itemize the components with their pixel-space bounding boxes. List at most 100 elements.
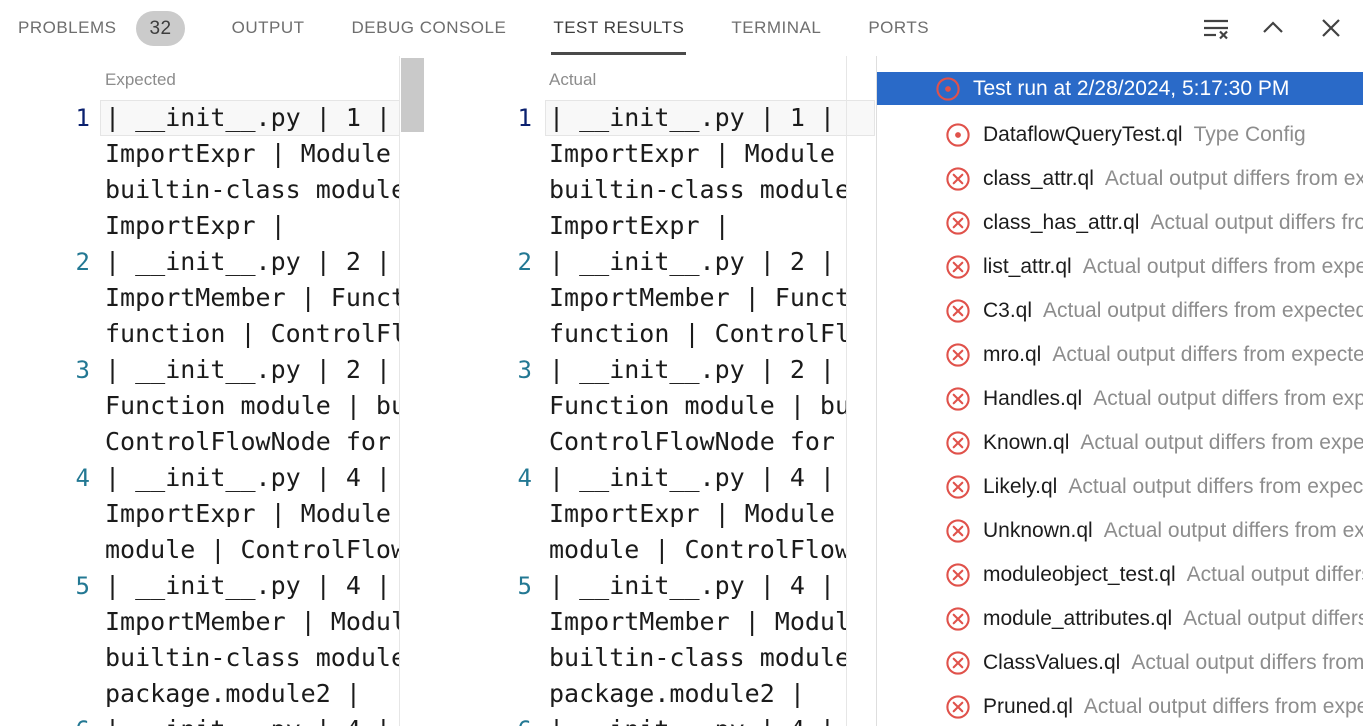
code-line[interactable]: 4| __init__.py | 4 | [425,460,846,496]
error-x-icon [946,695,970,719]
line-number: 5 [75,572,90,600]
code-line[interactable]: 5| __init__.py | 4 | [0,568,399,604]
scrollbar-thumb[interactable] [401,58,424,132]
code-text: ImportMember | Modul [549,607,846,636]
line-number [425,640,532,676]
line-number [0,172,90,208]
code-line[interactable]: 2| __init__.py | 2 | [0,244,399,280]
tab-test-results[interactable]: TEST RESULTS [551,0,687,56]
line-number [425,208,532,244]
test-message: Actual output differs from expected outp… [1131,651,1363,674]
line-number: 3 [517,356,532,384]
code-text: ImportMember | Funct [549,283,846,312]
error-x-icon [946,475,970,499]
test-status-icon-wrap [945,430,971,456]
line-number: 5 [517,572,532,600]
test-name: moduleobject_test.ql [983,563,1176,586]
code-line-wrap[interactable]: ImportExpr | [0,208,399,244]
code-line-wrap[interactable]: ImportMember | Funct [425,280,846,316]
tab-output[interactable]: OUTPUT [232,0,305,56]
code-line-wrap[interactable]: function | ControlFl [0,316,399,352]
pane-divider [399,56,400,726]
code-line-wrap[interactable]: package.module2 | [425,676,846,712]
code-text: ImportExpr | Module [105,139,391,168]
test-message: Actual output differs from expected outp… [1104,167,1363,190]
code-line[interactable]: 5| __init__.py | 4 | [425,568,846,604]
clear-all-results-button[interactable] [1197,10,1233,46]
test-message: Actual output differs from expected outp… [1150,211,1363,234]
code-line-wrap[interactable]: function | ControlFl [425,316,846,352]
code-line[interactable]: 3| __init__.py | 2 | [425,352,846,388]
problems-count-badge: 32 [136,10,185,46]
code-line-wrap[interactable]: ImportExpr | Module [0,136,399,172]
code-line-wrap[interactable]: Function module | bu [425,388,846,424]
tab-terminal[interactable]: TERMINAL [731,0,821,56]
tab-debug-console[interactable]: DEBUG CONSOLE [352,0,507,56]
code-line-wrap[interactable]: ImportMember | Funct [0,280,399,316]
test-message: Actual output differs from expected outp… [1052,343,1363,366]
test-run-row[interactable]: Test run at 2/28/2024, 5:17:30 PM [877,72,1363,105]
line-number [425,172,532,208]
expected-pane-label: Expected [105,70,176,89]
maximize-panel-button[interactable] [1255,10,1291,46]
test-results-content: Expected 1| __init__.py | 1 |ImportExpr … [0,56,1363,726]
panel-actions [1197,0,1349,56]
code-line-wrap[interactable]: builtin-class module [425,640,846,676]
code-line-wrap[interactable]: Function module | bu [0,388,399,424]
code-line[interactable]: 1| __init__.py | 1 | [425,100,846,136]
code-line-wrap[interactable]: ControlFlowNode for [425,424,846,460]
code-line-wrap[interactable]: module | ControlFlow [425,532,846,568]
code-text: module | ControlFlow [549,535,846,564]
code-line-wrap[interactable]: ControlFlowNode for [0,424,399,460]
code-text: ImportExpr | [549,211,730,240]
code-line-wrap[interactable]: builtin-class module [0,640,399,676]
code-line-wrap[interactable]: builtin-class module [425,172,846,208]
test-status-icon-wrap [945,342,971,368]
code-line[interactable]: 6| __init__.py | 4 | [0,712,399,726]
code-text: ControlFlowNode for [105,427,391,456]
code-line-wrap[interactable]: ImportMember | Modul [425,604,846,640]
code-text: builtin-class module [105,643,399,672]
code-line-wrap[interactable]: ImportExpr | Module [425,136,846,172]
actual-diff-pane[interactable]: Actual 1| __init__.py | 1 |ImportExpr | … [425,56,877,726]
code-text: | __init__.py | 4 | [549,463,835,492]
code-line[interactable]: 1| __init__.py | 1 | [0,100,399,136]
code-line-wrap[interactable]: ImportMember | Modul [0,604,399,640]
tab-ports[interactable]: PORTS [868,0,929,56]
error-x-icon [946,519,970,543]
chevron-up-icon [1263,21,1283,33]
code-line-wrap[interactable]: module | ControlFlow [0,532,399,568]
code-line[interactable]: 2| __init__.py | 2 | [425,244,846,280]
test-message: Actual output differs from expected outp… [1082,255,1363,278]
code-line-wrap[interactable]: ImportExpr | Module [425,496,846,532]
code-line-wrap[interactable]: ImportExpr | [425,208,846,244]
code-line[interactable]: 6| __init__.py | 4 | [425,712,846,726]
code-line[interactable]: 4| __init__.py | 4 | [0,460,399,496]
line-number [0,208,90,244]
code-text: builtin-class module [105,175,399,204]
test-message: Actual output differs from expected outp… [1093,387,1363,410]
tab-problems[interactable]: PROBLEMS 32 [18,0,185,56]
close-panel-button[interactable] [1313,10,1349,46]
code-line-wrap[interactable]: builtin-class module [0,172,399,208]
code-line[interactable]: 3| __init__.py | 2 | [0,352,399,388]
line-number [0,388,90,424]
code-line-wrap[interactable]: ImportExpr | Module [0,496,399,532]
code-line-wrap[interactable]: package.module2 | [0,676,399,712]
code-text: ImportExpr | Module [549,499,835,528]
expected-diff-pane[interactable]: Expected 1| __init__.py | 1 | ImportExpr … [0,56,425,726]
